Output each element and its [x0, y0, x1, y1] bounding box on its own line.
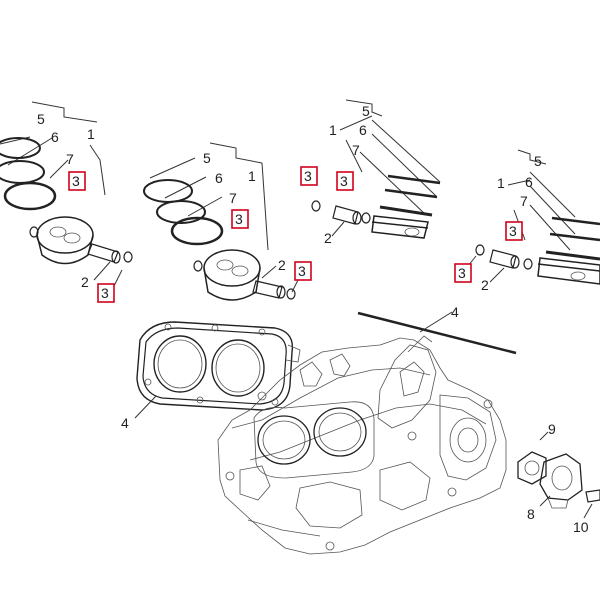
label-part-2: 2 — [324, 230, 332, 246]
circlip — [523, 258, 533, 270]
piston-ring-set — [379, 174, 441, 217]
label-part-10: 10 — [573, 519, 589, 535]
label-part-3: 3 — [101, 285, 109, 301]
circlip — [475, 244, 485, 256]
circlip — [29, 226, 39, 238]
label-part-8: 8 — [527, 506, 535, 522]
label-part-6: 6 — [215, 170, 223, 186]
cylinder-gasket — [134, 321, 301, 419]
label-part-9: 9 — [548, 421, 556, 437]
piston-pin — [87, 243, 121, 264]
piston-assembly-b — [143, 142, 299, 301]
piston — [371, 215, 429, 239]
label-part-7: 7 — [229, 190, 237, 206]
label-part-2: 2 — [278, 257, 286, 273]
circlip — [123, 251, 133, 263]
label-part-5: 5 — [362, 103, 370, 119]
circlip — [286, 288, 296, 300]
engine-block — [217, 335, 507, 555]
circlip — [311, 200, 321, 212]
piston-ring-set — [545, 216, 600, 261]
label-part-3: 3 — [72, 173, 80, 189]
piston-pin — [489, 249, 520, 269]
highlight-box — [336, 171, 354, 191]
piston-ring-set — [0, 137, 57, 211]
label-part-3: 3 — [298, 263, 306, 279]
label-part-1: 1 — [248, 168, 256, 184]
label-part-3: 3 — [235, 211, 243, 227]
circlip — [361, 212, 371, 224]
highlight-box — [505, 221, 523, 241]
circlip — [193, 260, 203, 272]
label-part-4: 4 — [451, 304, 459, 320]
label-part-1: 1 — [497, 175, 505, 191]
piston-assembly-c — [311, 99, 441, 239]
highlight-box — [231, 209, 249, 229]
highlight-box — [68, 171, 86, 191]
side-cover — [539, 453, 583, 509]
highlight-box — [454, 263, 472, 283]
label-part-1: 1 — [329, 122, 337, 138]
label-part-3: 3 — [340, 173, 348, 189]
label-part-2: 2 — [81, 274, 89, 290]
piston — [203, 249, 261, 301]
label-part-5: 5 — [534, 153, 542, 169]
label-part-2: 2 — [481, 277, 489, 293]
piston-pin — [332, 205, 362, 225]
piston-ring-set — [143, 179, 224, 246]
piston — [537, 257, 600, 285]
label-part-3: 3 — [304, 168, 312, 184]
side-cover-gasket — [517, 431, 549, 485]
highlight-box — [300, 166, 318, 186]
piston-pin — [252, 280, 286, 299]
label-part-1: 1 — [87, 126, 95, 142]
piston-assembly-d — [467, 149, 600, 285]
highlight-box — [97, 283, 115, 303]
label-part-6: 6 — [359, 122, 367, 138]
label-part-5: 5 — [203, 150, 211, 166]
label-part-6: 6 — [525, 174, 533, 190]
bolt — [583, 489, 600, 519]
label-part-5: 5 — [37, 111, 45, 127]
piston — [36, 216, 94, 265]
label-part-7: 7 — [520, 193, 528, 209]
highlight-box — [294, 261, 312, 281]
label-part-7: 7 — [352, 142, 360, 158]
label-part-7: 7 — [66, 151, 74, 167]
label-part-3: 3 — [509, 223, 517, 239]
label-part-3: 3 — [458, 265, 466, 281]
gasket-strip — [357, 311, 517, 355]
piston-assembly-a — [0, 101, 133, 287]
label-part-4: 4 — [121, 415, 129, 431]
label-part-6: 6 — [51, 129, 59, 145]
